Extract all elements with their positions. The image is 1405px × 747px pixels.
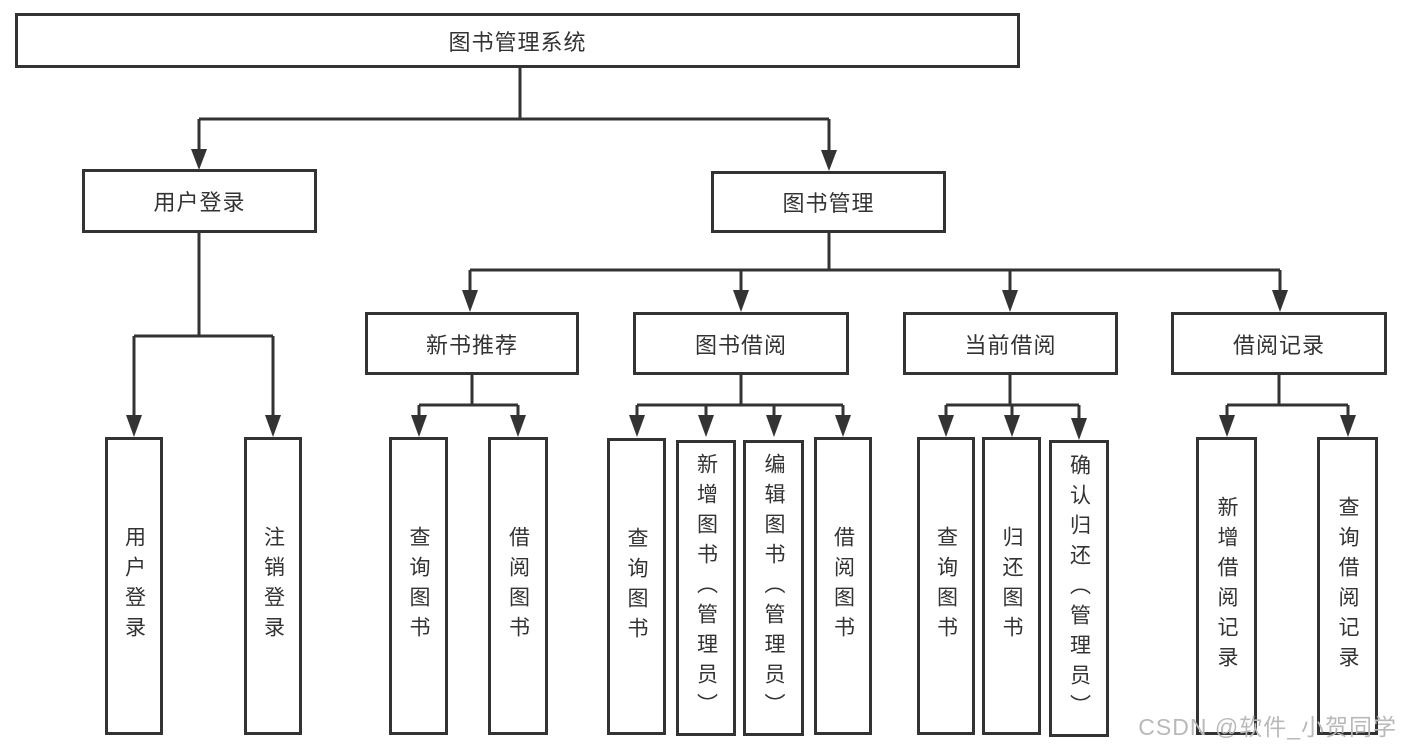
leaf-edit-book-admin-label: 编辑图书（管理员）: [762, 453, 785, 723]
leaf-recommend-borrow-book: 借阅图书: [488, 437, 548, 735]
node-borrow-record-label: 借阅记录: [1232, 332, 1325, 358]
node-user-login-group: 用户登录: [82, 169, 317, 233]
node-borrow-record: 借阅记录: [1171, 312, 1387, 375]
leaf-borrow-borrow-book-label: 借阅图书: [831, 526, 855, 646]
leaf-recommend-query-book-label: 查询图书: [407, 526, 430, 646]
leaf-logout: 注销登录: [244, 437, 302, 735]
leaf-borrow-query-book: 查询图书: [607, 438, 666, 735]
node-root-system-label: 图书管理系统: [448, 29, 587, 55]
node-book-borrow-label: 图书借阅: [694, 332, 787, 358]
leaf-borrow-query-book-label: 查询图书: [625, 526, 648, 647]
leaf-query-borrow-record-label: 查询借阅记录: [1336, 496, 1359, 676]
leaf-confirm-return-admin-label: 确认归还（管理员）: [1067, 453, 1091, 724]
leaf-logout-label: 注销登录: [261, 526, 285, 646]
leaf-query-borrow-record: 查询借阅记录: [1317, 437, 1378, 735]
leaf-confirm-return-admin: 确认归还（管理员）: [1049, 440, 1109, 737]
node-root-system: 图书管理系统: [15, 13, 1020, 68]
node-new-book-recommend: 新书推荐: [365, 312, 579, 375]
node-book-management-label: 图书管理: [782, 191, 875, 216]
leaf-add-borrow-record-label: 新增借阅记录: [1215, 496, 1238, 676]
node-user-login-group-label: 用户登录: [153, 190, 246, 215]
leaf-add-book-admin-label: 新增图书（管理员）: [694, 453, 718, 723]
leaf-add-borrow-record: 新增借阅记录: [1196, 437, 1257, 735]
leaf-edit-book-admin: 编辑图书（管理员）: [743, 440, 804, 736]
leaf-current-query-book: 查询图书: [917, 437, 975, 735]
node-current-borrow: 当前借阅: [903, 312, 1118, 375]
node-current-borrow-label: 当前借阅: [964, 332, 1057, 358]
leaf-user-login: 用户登录: [105, 437, 163, 735]
leaf-recommend-borrow-book-label: 借阅图书: [506, 526, 530, 646]
leaf-current-query-book-label: 查询图书: [934, 526, 958, 646]
node-book-borrow: 图书借阅: [633, 312, 849, 375]
leaf-user-login-label: 用户登录: [122, 526, 146, 646]
node-new-book-recommend-label: 新书推荐: [425, 332, 518, 358]
leaf-borrow-borrow-book: 借阅图书: [814, 437, 872, 735]
leaf-add-book-admin: 新增图书（管理员）: [676, 440, 736, 736]
csdn-watermark: CSDN @软件_小贺同学: [1138, 714, 1397, 740]
leaf-return-book: 归还图书: [982, 437, 1041, 735]
leaf-return-book-label: 归还图书: [1000, 526, 1023, 646]
node-book-management: 图书管理: [711, 171, 946, 233]
leaf-recommend-query-book: 查询图书: [389, 437, 448, 735]
